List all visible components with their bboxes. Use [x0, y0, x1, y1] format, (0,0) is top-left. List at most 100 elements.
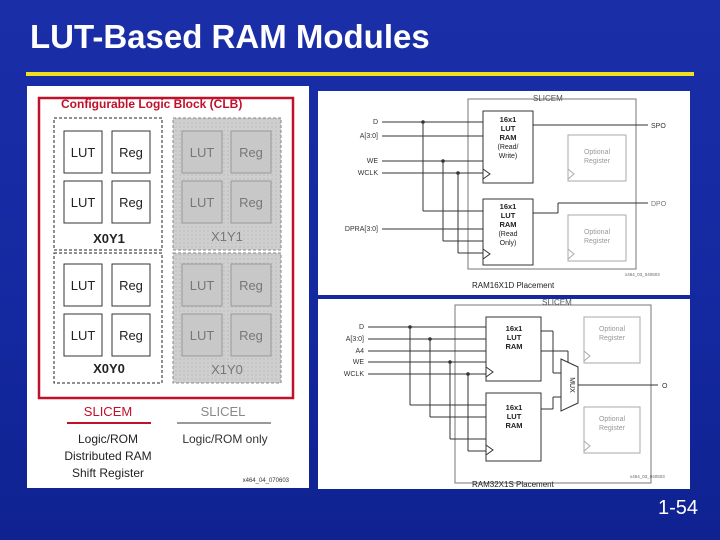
quad-label: X1Y0 — [211, 362, 243, 377]
mux-label: MUX — [568, 377, 575, 393]
page-number: 1-54 — [657, 497, 698, 519]
clb-border — [37, 96, 295, 400]
output-label: SPO — [651, 123, 666, 130]
output-wires — [533, 124, 648, 214]
junction-dots — [408, 325, 470, 376]
lut-label: LUT — [71, 278, 96, 293]
lut-text: RAM — [499, 220, 516, 229]
clb-figure-panel: Configurable Logic Block (CLB) LUT Reg L… — [27, 86, 309, 488]
optional-register-lower: Optional Register — [583, 406, 641, 454]
reg-label: Reg — [119, 278, 143, 293]
lut-label: LUT — [190, 328, 215, 343]
register-text: Optional — [599, 326, 626, 333]
upper-lut-ram: 16x1 LUT RAM — [485, 316, 542, 382]
input-wires — [382, 121, 483, 254]
lut-text: Write) — [499, 153, 518, 160]
lut-text: Only) — [500, 240, 517, 247]
clb-heading: Configurable Logic Block (CLB) — [61, 97, 242, 111]
ram32x1s-figure: SLICEM D A[3:0] A4 WE WCLK 16x1 LUT RAM … — [344, 298, 668, 489]
lut-label: LUT — [71, 195, 96, 210]
upper-lut-ram: 16x1 LUT RAM (Read/ Write) — [482, 110, 534, 184]
input-label: WE — [367, 158, 379, 165]
slicem-desc-line: Distributed RAM — [64, 449, 151, 463]
register-text: Register — [599, 425, 626, 432]
register-text: Optional — [584, 229, 611, 236]
reg-label: Reg — [119, 328, 143, 343]
lut-label: LUT — [71, 145, 96, 160]
input-label: A[3:0] — [346, 336, 364, 343]
title-underline — [26, 72, 694, 76]
lut-text: 16x1 — [500, 202, 517, 211]
output-label: O — [662, 383, 668, 390]
ram16x1d-figure-panel: SLICEM D A[3:0] WE WCLK DPRA[3:0] 16x1 L… — [318, 91, 690, 295]
slicem-header: SLICEM — [533, 94, 563, 103]
reg-label: Reg — [239, 145, 263, 160]
ram32-caption: RAM32X1S Placement — [472, 480, 555, 489]
register-text: Register — [599, 335, 626, 342]
lut-text: LUT — [501, 211, 516, 220]
slicel-label: SLICEL — [201, 404, 246, 419]
lut-text: 16x1 — [506, 403, 523, 412]
lut-text: RAM — [499, 133, 516, 142]
lut-text: RAM — [505, 421, 522, 430]
optional-register-upper: Optional Register — [583, 316, 641, 364]
register-text: Optional — [584, 149, 611, 156]
slicem-frame — [467, 98, 637, 270]
lut-label: LUT — [190, 145, 215, 160]
lut-text: 16x1 — [500, 115, 517, 124]
slicel-desc-line: Logic/ROM only — [182, 432, 267, 446]
slicem-desc-line: Logic/ROM — [78, 432, 138, 446]
register-text: Optional — [599, 416, 626, 423]
lower-lut-ram: 16x1 LUT RAM (Read Only) — [482, 198, 534, 266]
input-label: WE — [353, 359, 365, 366]
reg-label: Reg — [119, 145, 143, 160]
quad-x1y0: LUT Reg LUT Reg X1Y0 — [172, 252, 282, 384]
ram16-figure-id: x464_03_040503 — [625, 272, 660, 277]
register-text: Register — [584, 158, 611, 165]
input-label: A4 — [355, 348, 364, 355]
reg-label: Reg — [239, 328, 263, 343]
lut-text: LUT — [507, 333, 522, 342]
lut-text: LUT — [501, 124, 516, 133]
slide-title: LUT-Based RAM Modules — [30, 18, 430, 55]
junction-dots — [421, 120, 460, 175]
quad-x0y0: LUT Reg LUT Reg X0Y0 — [53, 252, 163, 384]
lut-label: LUT — [190, 195, 215, 210]
input-label: WCLK — [358, 170, 379, 177]
register-text: Register — [584, 238, 611, 245]
input-label: D — [373, 119, 378, 126]
mux: MUX — [560, 358, 579, 412]
input-wires — [368, 326, 569, 452]
slicem-label: SLICEM — [84, 404, 132, 419]
input-label: WCLK — [344, 371, 365, 378]
lut-text: RAM — [505, 342, 522, 351]
optional-register-upper: Optional Register — [567, 134, 627, 182]
lut-to-mux-wires — [541, 330, 658, 410]
slicem-header: SLICEM — [542, 299, 572, 307]
ram16-caption: RAM16X1D Placement — [472, 281, 555, 290]
lower-lut-ram: 16x1 LUT RAM — [485, 392, 542, 462]
ram32-figure-id: x464_03_040503 — [630, 474, 665, 479]
input-label: DPRA[3:0] — [345, 226, 378, 233]
lut-label: LUT — [71, 328, 96, 343]
ram16x1d-figure: SLICEM D A[3:0] WE WCLK DPRA[3:0] 16x1 L… — [345, 94, 667, 290]
slicem-desc-line: Shift Register — [72, 466, 144, 480]
lut-text: (Read/ — [497, 144, 518, 151]
reg-label: Reg — [239, 278, 263, 293]
clb-figure: Configurable Logic Block (CLB) LUT Reg L… — [37, 96, 295, 484]
quad-label: X1Y1 — [211, 229, 243, 244]
lut-text: LUT — [507, 412, 522, 421]
quad-label: X0Y1 — [93, 231, 125, 246]
optional-register-lower: Optional Register — [567, 214, 627, 262]
lut-text: 16x1 — [506, 324, 523, 333]
clb-figure-id: x464_04_070603 — [243, 478, 290, 484]
reg-label: Reg — [239, 195, 263, 210]
lut-label: LUT — [190, 278, 215, 293]
output-label: DPO — [651, 201, 667, 208]
input-label: A[3:0] — [360, 133, 378, 140]
quad-x0y1: LUT Reg LUT Reg X0Y1 — [53, 117, 163, 251]
quad-x1y1: LUT Reg LUT Reg X1Y1 — [172, 117, 282, 251]
reg-label: Reg — [119, 195, 143, 210]
quad-label: X0Y0 — [93, 361, 125, 376]
slicem-frame — [454, 304, 652, 484]
